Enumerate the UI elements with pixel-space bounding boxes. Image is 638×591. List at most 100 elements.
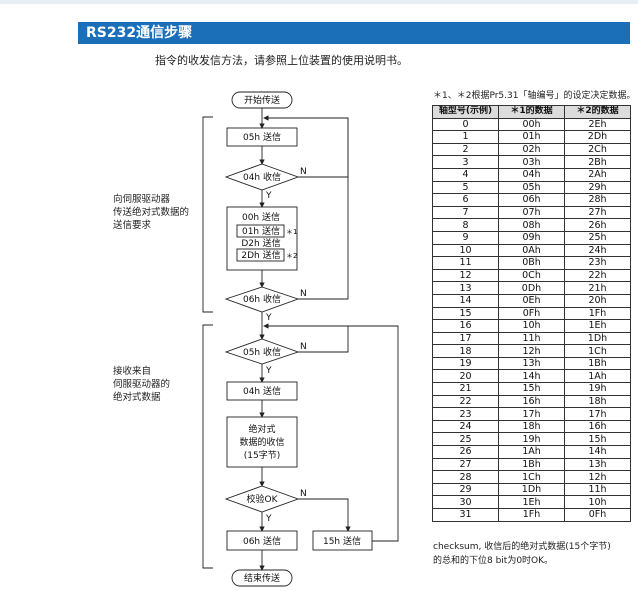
- table-cell: 1Ch: [498, 470, 565, 484]
- table-cell: 16h: [498, 394, 565, 409]
- table-cell: 26: [432, 445, 499, 459]
- table-cell: 14: [432, 293, 499, 308]
- table-cell: 10h: [498, 319, 565, 333]
- send-d2h-step: D2h 送信: [241, 237, 280, 249]
- table-cell: 23: [432, 407, 499, 421]
- mark-1: ＊1: [286, 228, 297, 236]
- table-cell: 0Fh: [498, 306, 565, 321]
- table-cell: 15: [432, 306, 499, 321]
- table-cell: 02h: [498, 142, 565, 157]
- table-cell: 13h: [498, 356, 565, 371]
- table-cell: 22h: [564, 268, 631, 283]
- yes-label: Y: [265, 514, 272, 524]
- header-data-1: ＊1的数据: [498, 105, 565, 119]
- no-label: N: [300, 342, 307, 352]
- table-cell: 2Ch: [564, 142, 631, 157]
- table-cell: 6: [432, 193, 499, 207]
- table-cell: 10: [432, 243, 499, 258]
- table-cell: 15h: [564, 432, 631, 447]
- table-cell: 2Dh: [564, 130, 631, 144]
- yes-label: Y: [265, 313, 272, 323]
- table-cell: 20: [432, 369, 499, 384]
- table-cell: 2Eh: [564, 117, 631, 132]
- table-cell: 18: [432, 344, 499, 358]
- header-data-2: ＊2的数据: [564, 105, 631, 119]
- checksum-decision: 校验OK: [247, 493, 279, 505]
- table-cell: 07h: [498, 205, 565, 220]
- table-cell: 1Bh: [498, 457, 565, 472]
- table-note: ＊1、＊2根据Pr5.31「轴编号」的设定决定数据。: [433, 91, 636, 101]
- table-cell: 16: [432, 319, 499, 333]
- table-cell: 1Eh: [564, 319, 631, 333]
- table-cell: 4: [432, 167, 499, 182]
- table-cell: 11: [432, 256, 499, 270]
- mark-2: ＊2: [286, 252, 297, 260]
- table-cell: 3: [432, 155, 499, 169]
- table-cell: 20h: [564, 293, 631, 308]
- table-cell: 1Eh: [498, 495, 565, 509]
- recv-04h-decision: 04h 收信: [243, 171, 281, 183]
- table-cell: 12h: [564, 470, 631, 484]
- abs-recv-line-3: (15字节): [244, 449, 280, 461]
- table-cell: 03h: [498, 155, 565, 169]
- no-label: N: [300, 289, 307, 299]
- table-cell: 19h: [498, 432, 565, 447]
- send-2dh-step: 2Dh 送信: [241, 249, 280, 261]
- table-cell: 31: [432, 508, 499, 522]
- table-cell: 0: [432, 117, 499, 132]
- table-cell: 13: [432, 281, 499, 295]
- table-cell: 28: [432, 470, 499, 484]
- table-cell: 0Dh: [498, 281, 565, 295]
- table-cell: 12: [432, 268, 499, 283]
- send-04h-step: 04h 送信: [243, 385, 281, 397]
- section-title: RS232通信步骤: [78, 22, 630, 44]
- table-cell: 17: [432, 331, 499, 346]
- table-cell: 24: [432, 419, 499, 434]
- table-cell: 25h: [564, 230, 631, 245]
- no-label: N: [300, 489, 307, 499]
- table-cell: 18h: [498, 419, 565, 434]
- table-cell: 14h: [498, 369, 565, 384]
- table-cell: 19: [432, 356, 499, 371]
- table-cell: 9: [432, 230, 499, 245]
- table-cell: 1Dh: [498, 482, 565, 497]
- table-cell: 1Ch: [564, 344, 631, 358]
- abs-recv-line-1: 绝对式: [248, 423, 275, 435]
- table-cell: 0Fh: [564, 508, 631, 522]
- yes-label: Y: [265, 366, 272, 376]
- top-rule: [0, 0, 638, 4]
- start-terminator: 开始传送: [244, 94, 280, 106]
- table-cell: 2Ah: [564, 167, 631, 182]
- table-cell: 01h: [498, 130, 565, 144]
- table-cell: 28h: [564, 193, 631, 207]
- table-cell: 1Fh: [564, 306, 631, 321]
- table-cell: 13h: [564, 457, 631, 472]
- table-cell: 2: [432, 142, 499, 157]
- table-cell: 5: [432, 180, 499, 195]
- no-label: N: [300, 167, 307, 177]
- table-cell: 24h: [564, 243, 631, 258]
- send-06h-step: 06h 送信: [243, 535, 281, 547]
